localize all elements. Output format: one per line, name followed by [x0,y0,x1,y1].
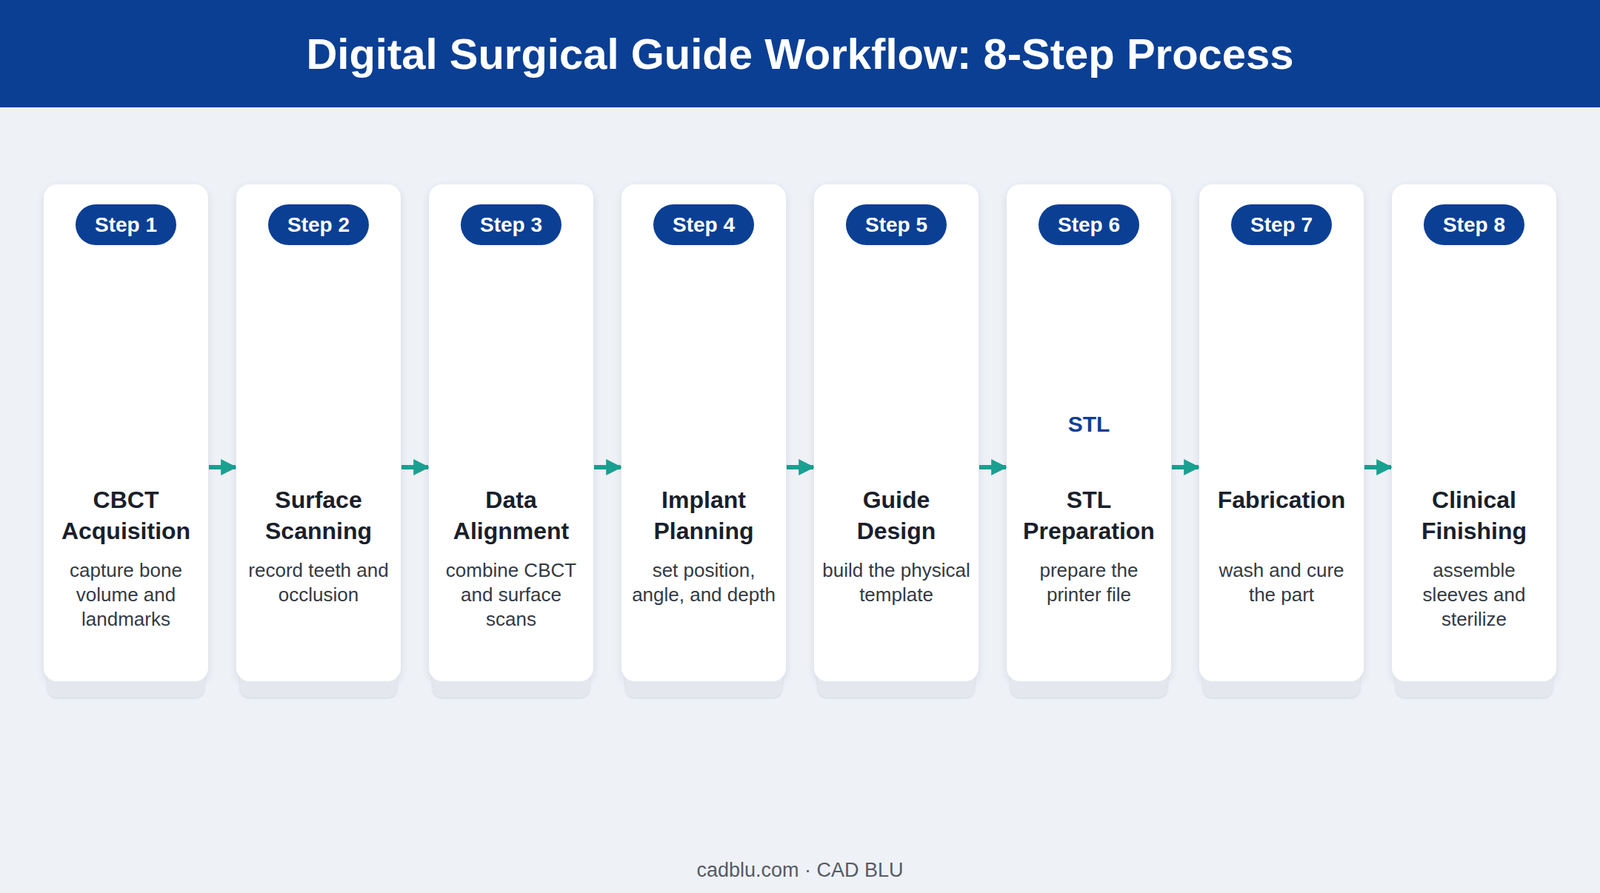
step-title: Data Alignment [434,484,588,547]
step-description: build the physical template [821,558,972,608]
step-title: CBCT Acquisition [49,484,203,547]
step-card: Step 2 Surface Scanning record teeth and o… [236,184,401,682]
step-description: set position, angle, and depth [628,558,779,608]
step-card: Step 4 Implant Planning set position, angl… [621,184,786,682]
step-badge: Step 5 [845,204,947,246]
step-badge: Step 6 [1038,204,1140,246]
step-title: Guide Design [820,484,973,547]
flow-arrow [594,465,621,470]
flow-arrow [401,465,429,470]
step-description: prepare the printer file [1014,558,1164,608]
step-title: Surface Scanning [242,484,395,547]
watermark: cadblu.com · CAD BLU [696,859,903,883]
step-card: Step 3 Data Alignment combine CBCT and sur… [428,184,594,682]
file-tag: STL [1037,315,1075,339]
step-card: Step 1 CBCT Acquisition capture bone volum… [43,184,209,682]
flow-arrow [979,465,1006,470]
step-description: capture bone volume and landmarks [51,558,201,632]
step-description: assemble sleeves and sterilize [1399,558,1549,632]
step-card: Step 8 Clinical Finishing assemble sleeves… [1391,184,1557,682]
step-badge: Step 1 [75,204,177,246]
flow-arrow [786,465,814,470]
step-badge: Step 7 [1231,204,1332,246]
step-title: STL Preparation [1012,484,1166,547]
flow-arrow [208,465,236,470]
flow-arrow [1171,465,1199,470]
step-description: combine CBCT and surface scans [436,558,586,632]
step-badge: Step 2 [268,204,369,246]
step-badge: Step 8 [1423,204,1525,246]
step-badge: Step 4 [653,204,755,246]
step-title: Clinical Finishing [1397,484,1551,547]
step-title: Fabrication [1205,484,1358,516]
step-description: wash and cure the part [1206,558,1357,608]
step-badge: Step 3 [460,204,562,246]
step-card: Step 5 Guide Design build the physical tem… [814,184,979,682]
page-title: Digital Surgical Guide Workflow: 8-Step … [0,0,1600,108]
step-title: Implant Planning [627,484,780,547]
step-card: Step 7 Fabrication wash and cure the part [1199,184,1364,682]
flow-arrow [1364,465,1392,470]
file-tag: STL [1068,411,1111,438]
step-description: record teeth and occlusion [243,558,394,608]
